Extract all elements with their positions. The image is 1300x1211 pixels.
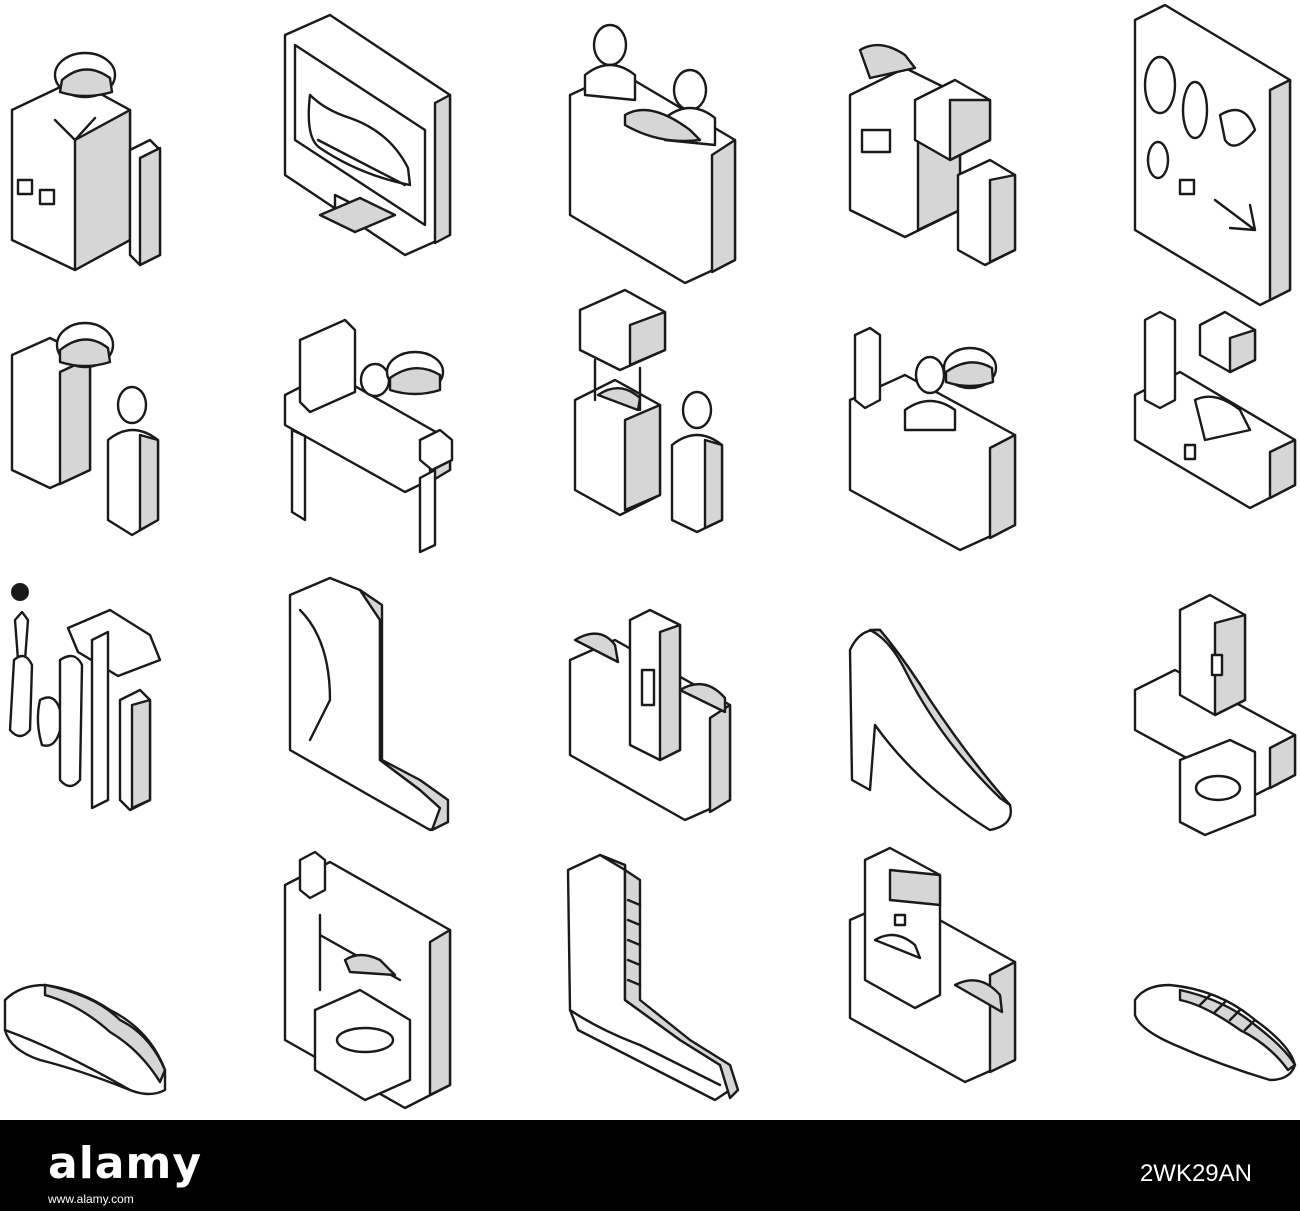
wedge-boot-icon [288,576,450,832]
workbench-worker-icon [283,318,454,554]
sneaker-icon [1133,983,1297,1082]
shoe-frame-press-icon [283,850,452,1110]
high-heel-icon [848,628,1012,832]
shoe-boxes-icon [848,43,1017,267]
stock-image-id: 2WK29AN [1139,1160,1252,1187]
shoe-tools-icon [8,583,162,812]
press-machine-worker-icon [573,288,724,534]
shoe-packaging-icon [848,846,1017,1084]
icon-sheet [3,3,1297,1110]
worker-at-machine-icon [10,321,160,537]
monitor-shoe-icon [283,13,452,257]
footprint-map-icon [1133,3,1292,307]
shoe-machine-icon [568,608,732,822]
boot-display-icon [1133,310,1297,510]
factory-building-icon [10,51,162,272]
insole-machine-icon [1133,593,1297,837]
stock-logo: alamy [48,1138,202,1189]
rain-boot-icon [566,853,740,1102]
stock-watermark-bar: alamy www.alamy.com 2WK29AN [0,1120,1300,1211]
stock-url: www.alamy.com [48,1192,134,1206]
workers-at-counter-icon [568,23,737,285]
worker-at-desk-icon [848,326,1017,552]
oxford-shoe-icon [3,983,167,1096]
